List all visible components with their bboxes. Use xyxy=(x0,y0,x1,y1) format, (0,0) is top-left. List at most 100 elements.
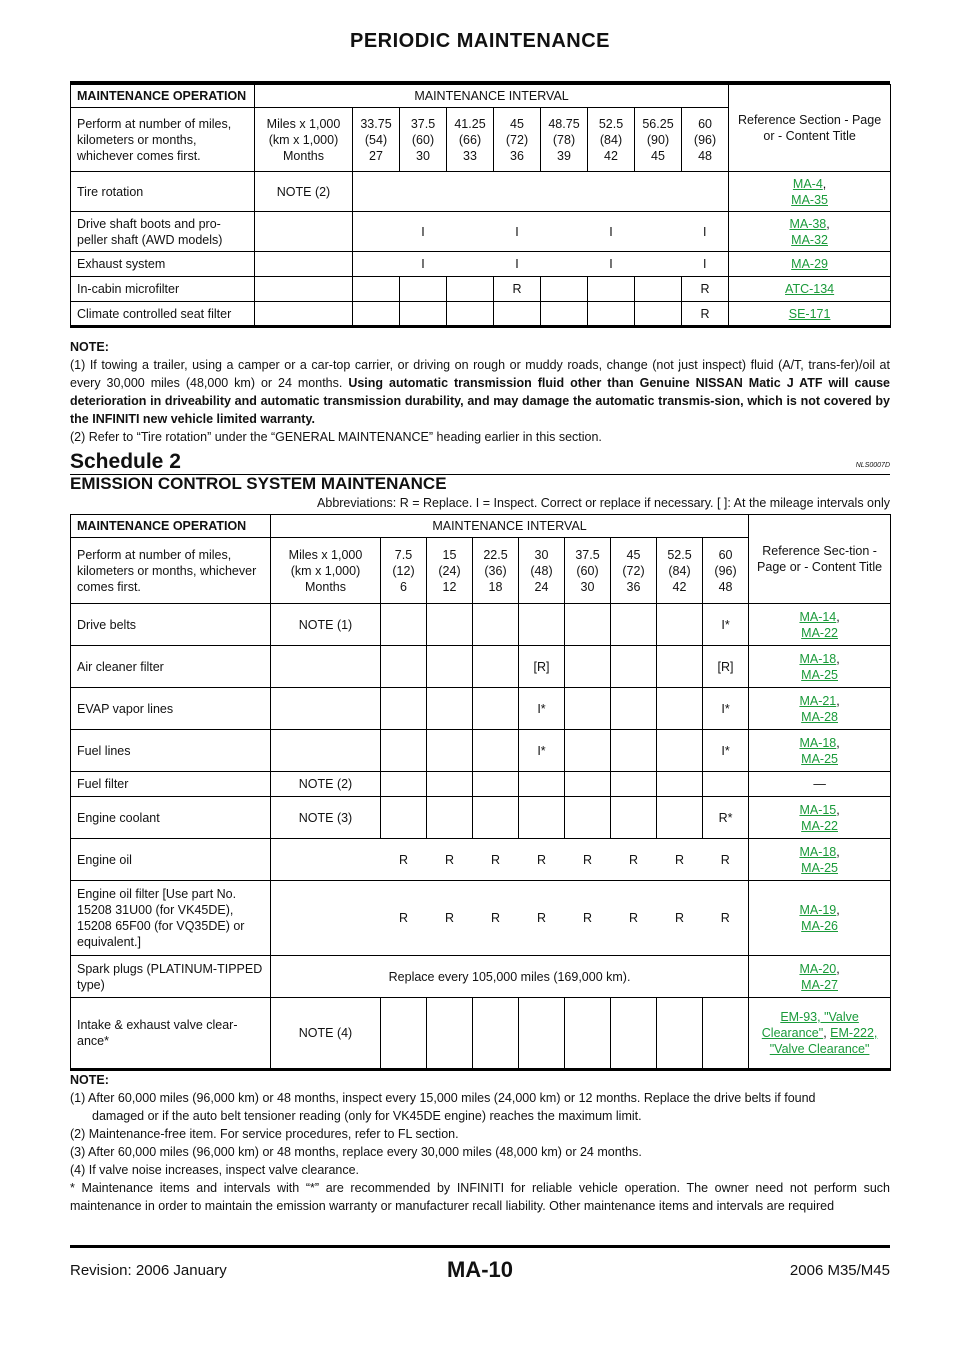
ref-link[interactable]: MA-21 xyxy=(799,693,837,708)
schedule-rule xyxy=(70,474,890,475)
interval-column: 45(72)36 xyxy=(493,107,541,172)
note-label: NOTE: xyxy=(70,340,109,354)
interval-column: 52.5(84)42 xyxy=(587,107,635,172)
ref-link[interactable]: MA-22 xyxy=(801,818,838,833)
table-cell xyxy=(426,603,473,646)
ref-link[interactable]: MA-20 xyxy=(799,961,837,976)
table-row: Drive shaft boots and pro-peller shaft (… xyxy=(70,211,892,252)
ref-link[interactable]: MA-29 xyxy=(791,257,828,271)
table-cell xyxy=(426,796,473,839)
interval-column: 30(48)24 xyxy=(518,537,565,604)
model-label: 2006 M35/M45 xyxy=(789,1262,890,1279)
ref-link[interactable]: MA-19 xyxy=(799,903,837,917)
table-cell xyxy=(656,645,703,688)
table-cell xyxy=(610,997,657,1071)
interval-column: 60(96)48 xyxy=(701,537,750,604)
table-cell xyxy=(426,645,473,688)
table-cell xyxy=(610,796,657,839)
interval-column: 7.5(12)6 xyxy=(380,537,427,604)
ref-link[interactable]: MA-28 xyxy=(801,709,838,724)
interval-column: 41.25(66)33 xyxy=(446,107,494,172)
table-cell xyxy=(380,645,427,688)
ref-link[interactable]: MA-25 xyxy=(801,667,838,682)
table-cell xyxy=(380,997,427,1071)
row-reference: ATC-134 xyxy=(728,276,892,302)
row-item: Tire rotation xyxy=(70,171,255,212)
schedule-title: Schedule 2 xyxy=(70,450,181,473)
table-cell xyxy=(380,729,427,772)
ref-link[interactable]: MA-18 xyxy=(799,844,837,859)
table-row: Drive belts NOTE (1) I* MA-14,MA-22 xyxy=(70,603,892,646)
table-cell xyxy=(380,771,427,797)
ref-link[interactable]: MA-32 xyxy=(791,232,828,247)
row-reference: MA-18,MA-25 xyxy=(748,729,892,772)
ref-link[interactable]: ATC-134 xyxy=(785,282,835,296)
table-cell xyxy=(270,729,381,772)
units-label: Miles x 1,000(km x 1,000)Months xyxy=(270,537,381,604)
table-cell xyxy=(656,796,703,839)
ref-link[interactable]: MA-25 xyxy=(801,860,838,875)
table-row: Engine oil filter [Use part No. 15208 31… xyxy=(70,880,892,956)
row-note: NOTE (2) xyxy=(254,171,353,212)
row-note: NOTE (4) xyxy=(270,997,381,1071)
table-row: Fuel lines I* I* MA-18,MA-25 xyxy=(70,729,892,772)
table-row: Engine coolant NOTE (3) R* MA-15,MA-22 xyxy=(70,796,892,839)
table-cell xyxy=(656,729,703,772)
ref-link[interactable]: MA-27 xyxy=(801,977,838,992)
table-cell xyxy=(656,687,703,730)
row-item: In-cabin microfilter xyxy=(70,276,255,302)
row-item: Air cleaner filter xyxy=(70,645,271,688)
ref-link[interactable]: MA-18 xyxy=(799,651,837,666)
table-cell xyxy=(426,771,473,797)
note-1: (1) If towing a trailer, using a camper … xyxy=(70,358,890,426)
table-cell xyxy=(426,729,473,772)
table-cell xyxy=(701,997,750,1071)
interval-column: 37.5(60)30 xyxy=(564,537,611,604)
ref-link[interactable]: MA-18 xyxy=(799,735,837,750)
row-item: Engine oil xyxy=(70,838,271,881)
col-header-operation: MAINTENANCE OPERATION xyxy=(70,84,255,108)
section-code: NLS0007D xyxy=(855,462,890,469)
row-item: Fuel lines xyxy=(70,729,271,772)
table-cell xyxy=(656,997,703,1071)
row-reference: — xyxy=(748,771,892,797)
table-cell xyxy=(610,645,657,688)
ref-link[interactable]: MA-35 xyxy=(791,192,828,207)
row-reference: SE-171 xyxy=(728,301,892,328)
interval-column: 33.75(54)27 xyxy=(352,107,400,172)
table-cell xyxy=(656,771,703,797)
note-1: (1) After 60,000 miles (96,000 km) or 48… xyxy=(70,1091,816,1105)
row-item: EVAP vapor lines xyxy=(70,687,271,730)
table-row: Exhaust system I I I I MA-29 xyxy=(70,251,892,277)
ref-link[interactable]: SE-171 xyxy=(788,306,831,321)
ref-link[interactable]: MA-22 xyxy=(801,625,838,640)
interval-column: 60(96)48 xyxy=(680,107,730,172)
table-cell xyxy=(380,796,427,839)
table-row: Intake & exhaust valve clear-ance* NOTE … xyxy=(70,997,892,1071)
row-item: Exhaust system xyxy=(70,251,255,277)
note-3: (3) After 60,000 miles (96,000 km) or 48… xyxy=(70,1145,642,1159)
ref-link[interactable]: EM-93, "Valve Clearance" xyxy=(761,1010,859,1040)
col-header-interval: MAINTENANCE INTERVAL xyxy=(269,514,750,538)
table-cell xyxy=(270,880,381,956)
ref-link[interactable]: EM-222, "Valve Clearance" xyxy=(769,1026,878,1056)
interval-column: 15(24)12 xyxy=(426,537,473,604)
row-reference: MA-20,MA-27 xyxy=(748,955,892,998)
ref-link[interactable]: MA-38 xyxy=(789,216,827,231)
col-header-reference: Reference Sec-tion - Page or - Content T… xyxy=(748,514,892,604)
row-reference: MA-21,MA-28 xyxy=(748,687,892,730)
table-cell xyxy=(472,603,519,646)
note-star: * Maintenance items and intervals with “… xyxy=(70,1181,890,1213)
table-cell xyxy=(610,771,657,797)
row-reference: MA-18,MA-25 xyxy=(748,838,892,881)
ref-link[interactable]: MA-14 xyxy=(799,609,837,624)
ref-link[interactable]: MA-25 xyxy=(801,751,838,766)
table-cell xyxy=(472,687,519,730)
ref-link[interactable]: MA-15 xyxy=(799,802,837,817)
col-header-reference: Reference Section - Page or - Content Ti… xyxy=(728,84,892,172)
table-cell xyxy=(472,729,519,772)
ref-link[interactable]: MA-26 xyxy=(801,919,838,933)
table-row: Tire rotation NOTE (2) MA-4,MA-35 xyxy=(70,171,892,212)
ref-link[interactable]: MA-4 xyxy=(792,176,823,191)
page-title: PERIODIC MAINTENANCE xyxy=(349,30,610,52)
